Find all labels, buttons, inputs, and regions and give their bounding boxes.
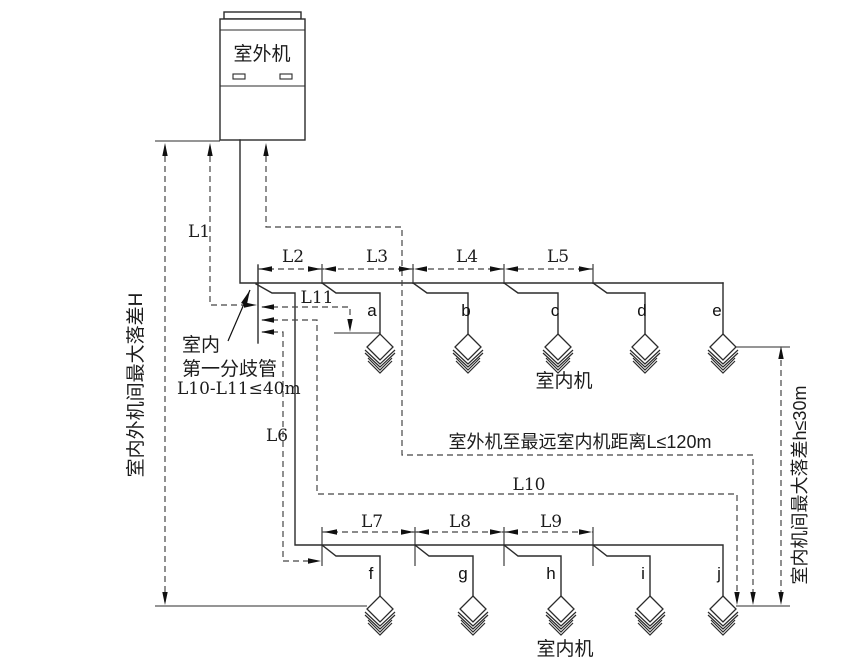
unit-label-e: e [712, 301, 721, 320]
dim-label-l2: L2 [282, 247, 304, 267]
pipe-lines [155, 139, 790, 607]
indoor-group-bottom-caption: 室内机 [536, 638, 593, 660]
unit-label-a: a [367, 301, 377, 320]
unit-label-f: f [369, 564, 374, 583]
outdoor-unit: 室外机 [219, 11, 306, 141]
unit-label-i: i [641, 564, 645, 583]
indoor-unit-h [545, 595, 577, 636]
dim-label-l3: L3 [366, 247, 388, 267]
indoor-unit-b [452, 333, 484, 374]
callout-line2: 第一分歧管 [182, 358, 277, 380]
labels: L1 L2 L3 L4 L5 L11 L6 L10 L7 L8 L9 a b c… [125, 222, 810, 660]
indoor-unit-j [707, 595, 739, 636]
unit-label-j: j [716, 564, 721, 583]
constraint-height-indoor-indoor: 室内机间最大落差h≤30m [790, 386, 810, 585]
constraint-height-outdoor-indoor: 室内外机间最大落差H [125, 293, 147, 478]
indoor-unit-c [542, 333, 574, 374]
dim-label-l9: L9 [540, 512, 562, 532]
callout-line1: 室内 [182, 334, 220, 356]
unit-label-d: d [637, 301, 646, 320]
unit-label-h: h [546, 564, 555, 583]
unit-label-g: g [458, 564, 467, 583]
dim-label-l10: L10 [513, 475, 546, 495]
dim-label-l1: L1 [188, 222, 210, 242]
indoor-unit-f [364, 595, 396, 636]
indoor-unit-g [457, 595, 489, 636]
dim-label-l4: L4 [456, 247, 478, 267]
indoor-group-top-caption: 室内机 [535, 370, 592, 392]
outdoor-unit-vent-right [279, 73, 293, 80]
indoor-unit-e [707, 333, 739, 374]
unit-label-b: b [461, 301, 470, 320]
outdoor-unit-vent-left [232, 73, 246, 80]
indoor-unit-a [364, 333, 396, 374]
dim-label-l8: L8 [449, 512, 471, 532]
outdoor-unit-cap [223, 11, 302, 20]
indoor-unit-d [629, 333, 661, 374]
dim-label-l7: L7 [361, 512, 383, 532]
callout-leader-arrow [227, 289, 251, 342]
constraint-branch-diff: L10-L11≤40m [177, 379, 301, 399]
dim-label-l11: L11 [301, 288, 334, 308]
dim-label-l6: L6 [266, 426, 288, 446]
dim-label-l5: L5 [547, 247, 569, 267]
constraint-total-length: 室外机至最远室内机距离L≤120m [449, 432, 712, 452]
outdoor-unit-label: 室外机 [233, 43, 290, 65]
unit-label-c: c [551, 301, 560, 320]
indoor-unit-i [634, 595, 666, 636]
